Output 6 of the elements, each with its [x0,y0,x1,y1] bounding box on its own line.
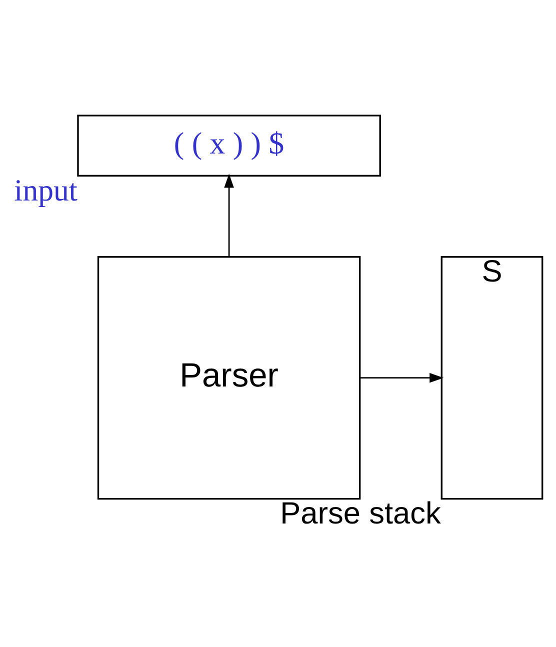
arrow [360,372,444,382]
node-label: input [14,172,78,207]
node-box: ( ( x ) ) $ [77,114,381,176]
arrow [224,173,234,256]
node-box: S [440,256,544,500]
node-box: Parser [97,256,361,500]
